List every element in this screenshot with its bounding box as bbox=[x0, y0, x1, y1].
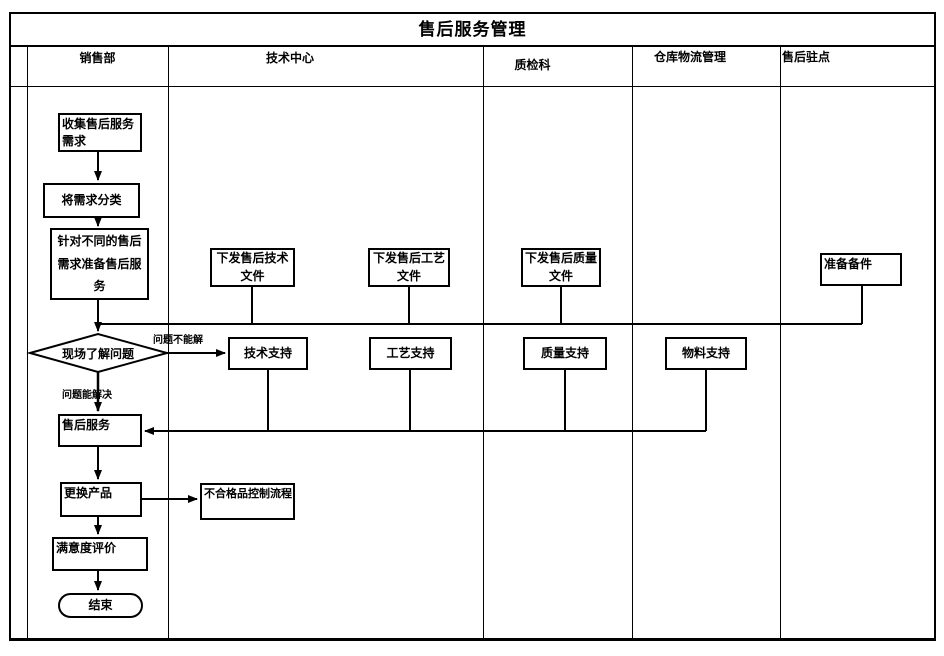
lane-header-station: 售后驻点 bbox=[782, 50, 831, 64]
lane-header-sales: 销售部 bbox=[79, 51, 116, 65]
node-issue-quality-docs: 下发售后质量文件 bbox=[521, 248, 601, 287]
node-classify-requirements: 将需求分类 bbox=[43, 183, 140, 218]
page-title: 售后服务管理 bbox=[418, 20, 527, 40]
label-problem-solved: 问题能解决 bbox=[62, 390, 112, 401]
lane-header-warehouse: 仓库物流管理 bbox=[653, 50, 726, 64]
lane-divider-3 bbox=[632, 46, 633, 640]
node-collect-requirements: 收集售后服务需求 bbox=[58, 113, 142, 152]
node-after-sales-service: 售后服务 bbox=[58, 414, 142, 447]
node-issue-process-docs: 下发售后工艺文件 bbox=[368, 248, 450, 287]
label-problem-unsolved: 问题不能解 bbox=[153, 335, 203, 346]
decision-diamond-shape bbox=[26, 332, 171, 374]
title-divider-line bbox=[9, 45, 936, 47]
margin-column-line bbox=[27, 46, 28, 640]
node-satisfaction-eval: 满意度评价 bbox=[52, 537, 148, 571]
lane-header-tech-center: 技术中心 bbox=[265, 51, 314, 65]
lane-header-quality-dept: 质检科 bbox=[514, 58, 551, 72]
node-quality-support: 质量支持 bbox=[523, 337, 607, 370]
node-end-terminator: 结束 bbox=[58, 593, 143, 618]
node-material-support: 物料支持 bbox=[665, 337, 747, 370]
lane-divider-2 bbox=[483, 46, 484, 640]
node-issue-tech-docs: 下发售后技术文件 bbox=[210, 248, 295, 287]
node-nonconforming-process: 不合格品控制流程 bbox=[200, 483, 295, 520]
header-divider-line bbox=[9, 86, 936, 87]
lane-divider-1 bbox=[168, 46, 169, 640]
node-tech-support: 技术支持 bbox=[228, 337, 308, 370]
node-prepare-service: 针对不同的售后需求准备售后服务 bbox=[50, 228, 149, 300]
lane-divider-4 bbox=[780, 46, 781, 640]
node-decision-onsite: 现场了解问题 bbox=[61, 347, 134, 361]
outer-frame bbox=[9, 12, 936, 641]
node-prepare-spare-parts: 准备备件 bbox=[820, 253, 902, 286]
node-process-support: 工艺支持 bbox=[369, 337, 452, 370]
node-replace-product: 更换产品 bbox=[60, 482, 142, 517]
